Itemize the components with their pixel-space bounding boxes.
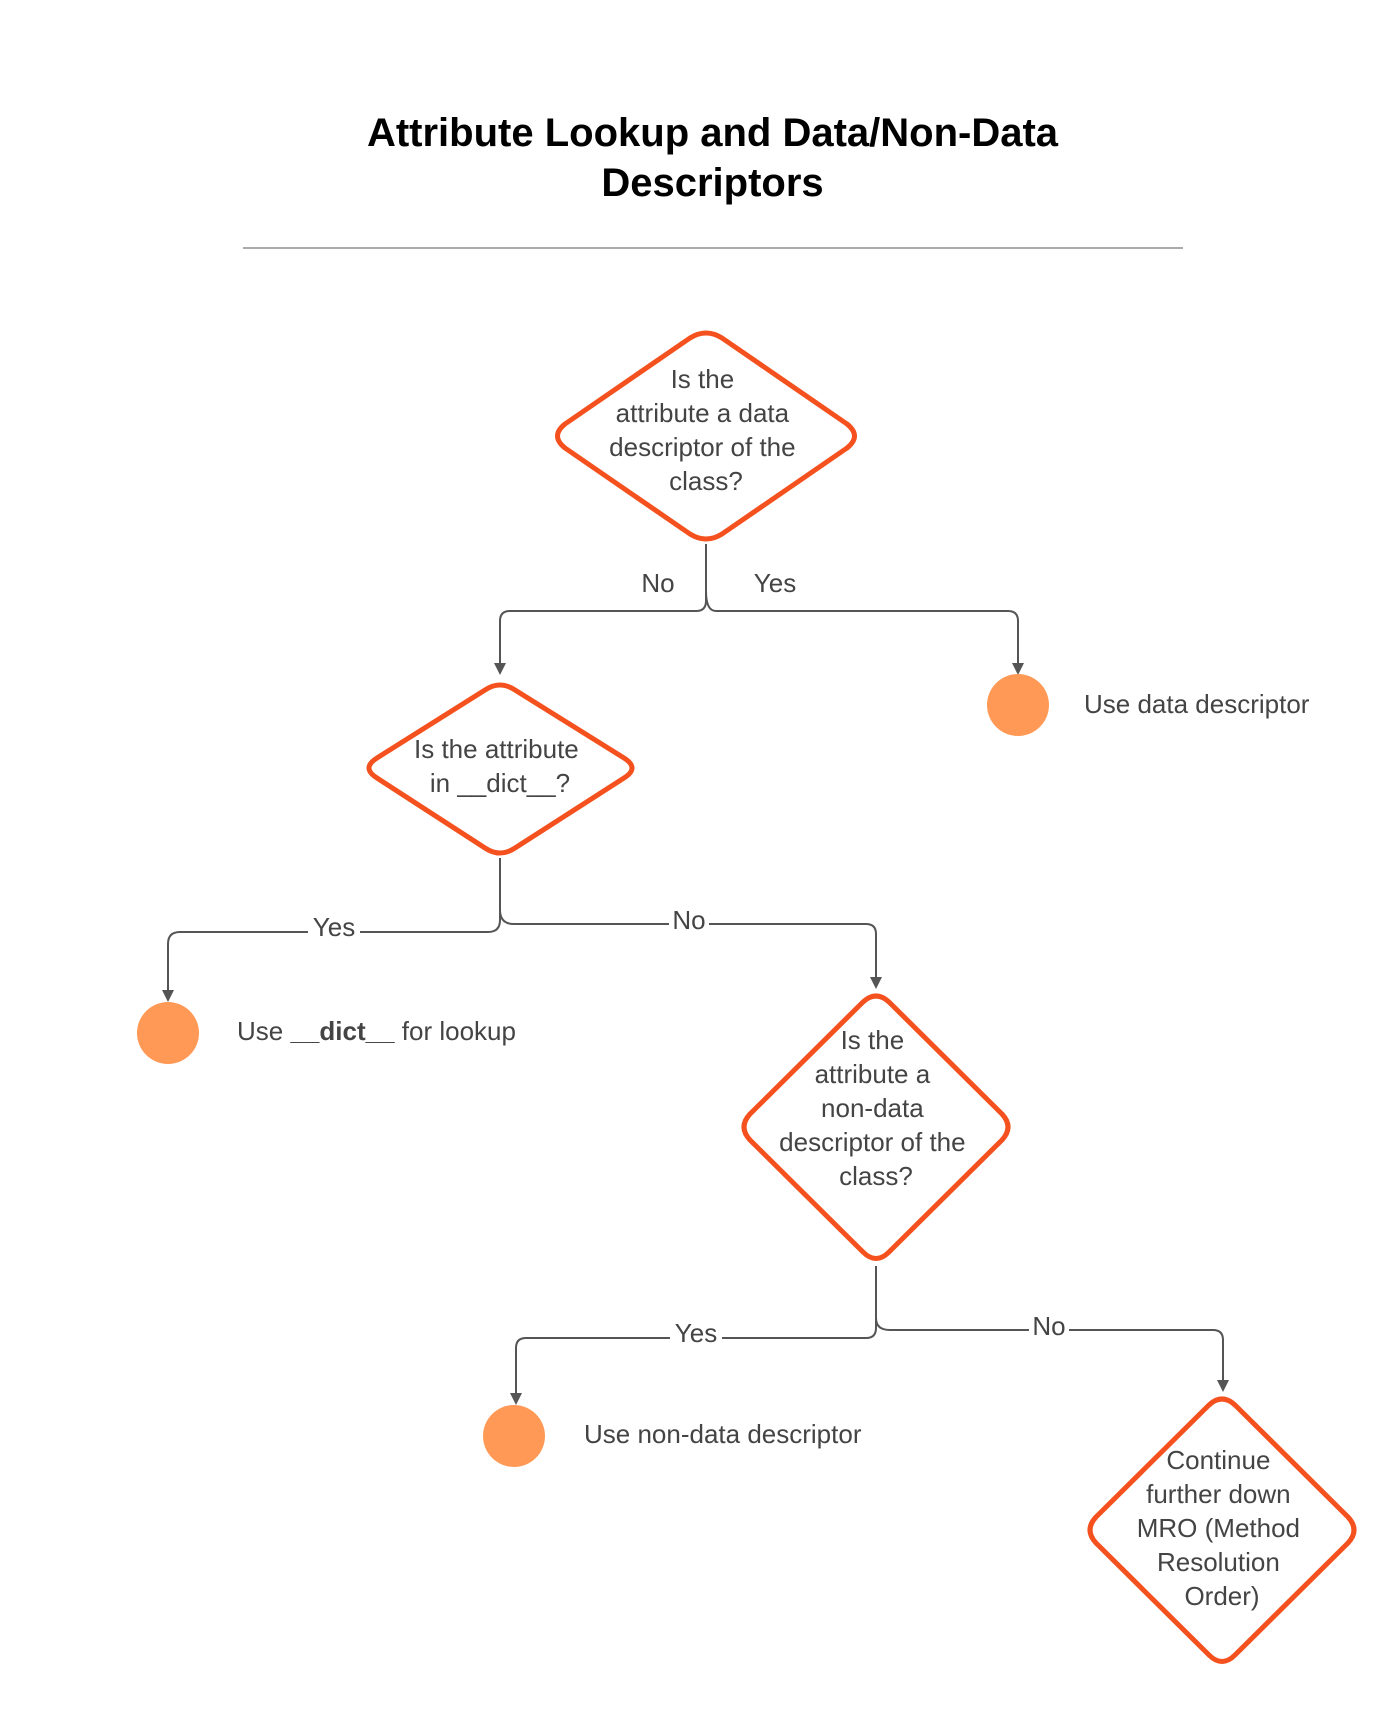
svg-text:Is the attribute in __di: Is the attribute in __dict__?	[414, 734, 586, 798]
q1-line-4: class?	[669, 466, 743, 496]
q3-line-2: attribute a	[815, 1059, 931, 1089]
q4-line-1: Continue	[1166, 1445, 1270, 1475]
terminal-data-descriptor-label: Use data descriptor	[1084, 689, 1310, 719]
decision-data-descriptor: Is the attribute a data descriptor of th…	[555, 330, 857, 542]
q1-line-3: descriptor of the	[609, 432, 795, 462]
q2-line-1: Is the attribute	[414, 734, 579, 764]
q2-line-2: in __dict__?	[430, 768, 570, 798]
q4-line-2: further down	[1146, 1479, 1291, 1509]
title-line-2: Descriptors	[601, 161, 824, 205]
q3-line-5: class?	[839, 1161, 913, 1191]
connector-q1-no	[494, 544, 707, 675]
connector-q1-yes	[705, 590, 1024, 675]
diagram-title: Attribute Lookup and Data/Non-Data Descr…	[0, 108, 1400, 208]
edge-label-q2-no: No	[672, 905, 705, 935]
svg-text:Continue further down: Continue further down MRO (Method Resolu…	[1137, 1445, 1308, 1611]
q3-line-3: non-data	[821, 1093, 924, 1123]
terminal-dict-lookup-circle	[137, 1002, 199, 1064]
edge-label-q2-yes: Yes	[313, 912, 355, 942]
terminal-non-data-descriptor-circle	[483, 1405, 545, 1467]
edge-label-q1-yes: Yes	[754, 568, 796, 598]
terminal-data-descriptor-circle	[987, 674, 1049, 736]
q3-line-1: Is the	[841, 1025, 905, 1055]
connector-q2-no	[499, 909, 882, 989]
q4-line-3: MRO (Method	[1137, 1513, 1300, 1543]
q1-line-1: Is the	[671, 364, 735, 394]
edge-label-q3-no: No	[1032, 1311, 1065, 1341]
svg-text:Is the attribute a data: Is the attribute a data descriptor of th…	[609, 364, 803, 496]
edge-label-q3-yes: Yes	[675, 1318, 717, 1348]
terminal-dict-lookup-label: Use __dict__ for lookup	[237, 1016, 516, 1046]
dict-lookup-bold: __dict__	[289, 1016, 395, 1046]
dict-lookup-suffix: for lookup	[395, 1016, 516, 1046]
title-line-1: Attribute Lookup and Data/Non-Data	[366, 111, 1059, 155]
svg-text:Is the attribute a: Is the attribute a non-data descriptor o…	[779, 1025, 973, 1191]
q1-line-2: attribute a data	[616, 398, 790, 428]
decision-continue-mro: Continue further down MRO (Method Resolu…	[1087, 1396, 1357, 1664]
q3-line-4: descriptor of the	[779, 1127, 965, 1157]
terminal-non-data-descriptor-label: Use non-data descriptor	[584, 1419, 862, 1449]
edge-label-q1-no: No	[641, 568, 674, 598]
decision-in-dict: Is the attribute in __dict__?	[366, 682, 635, 856]
dict-lookup-prefix: Use	[237, 1016, 290, 1046]
q4-line-5: Order)	[1184, 1581, 1259, 1611]
decision-non-data-descriptor: Is the attribute a non-data descriptor o…	[741, 993, 1011, 1261]
connector-q3-no	[875, 1317, 1229, 1392]
q4-line-4: Resolution	[1157, 1547, 1280, 1577]
